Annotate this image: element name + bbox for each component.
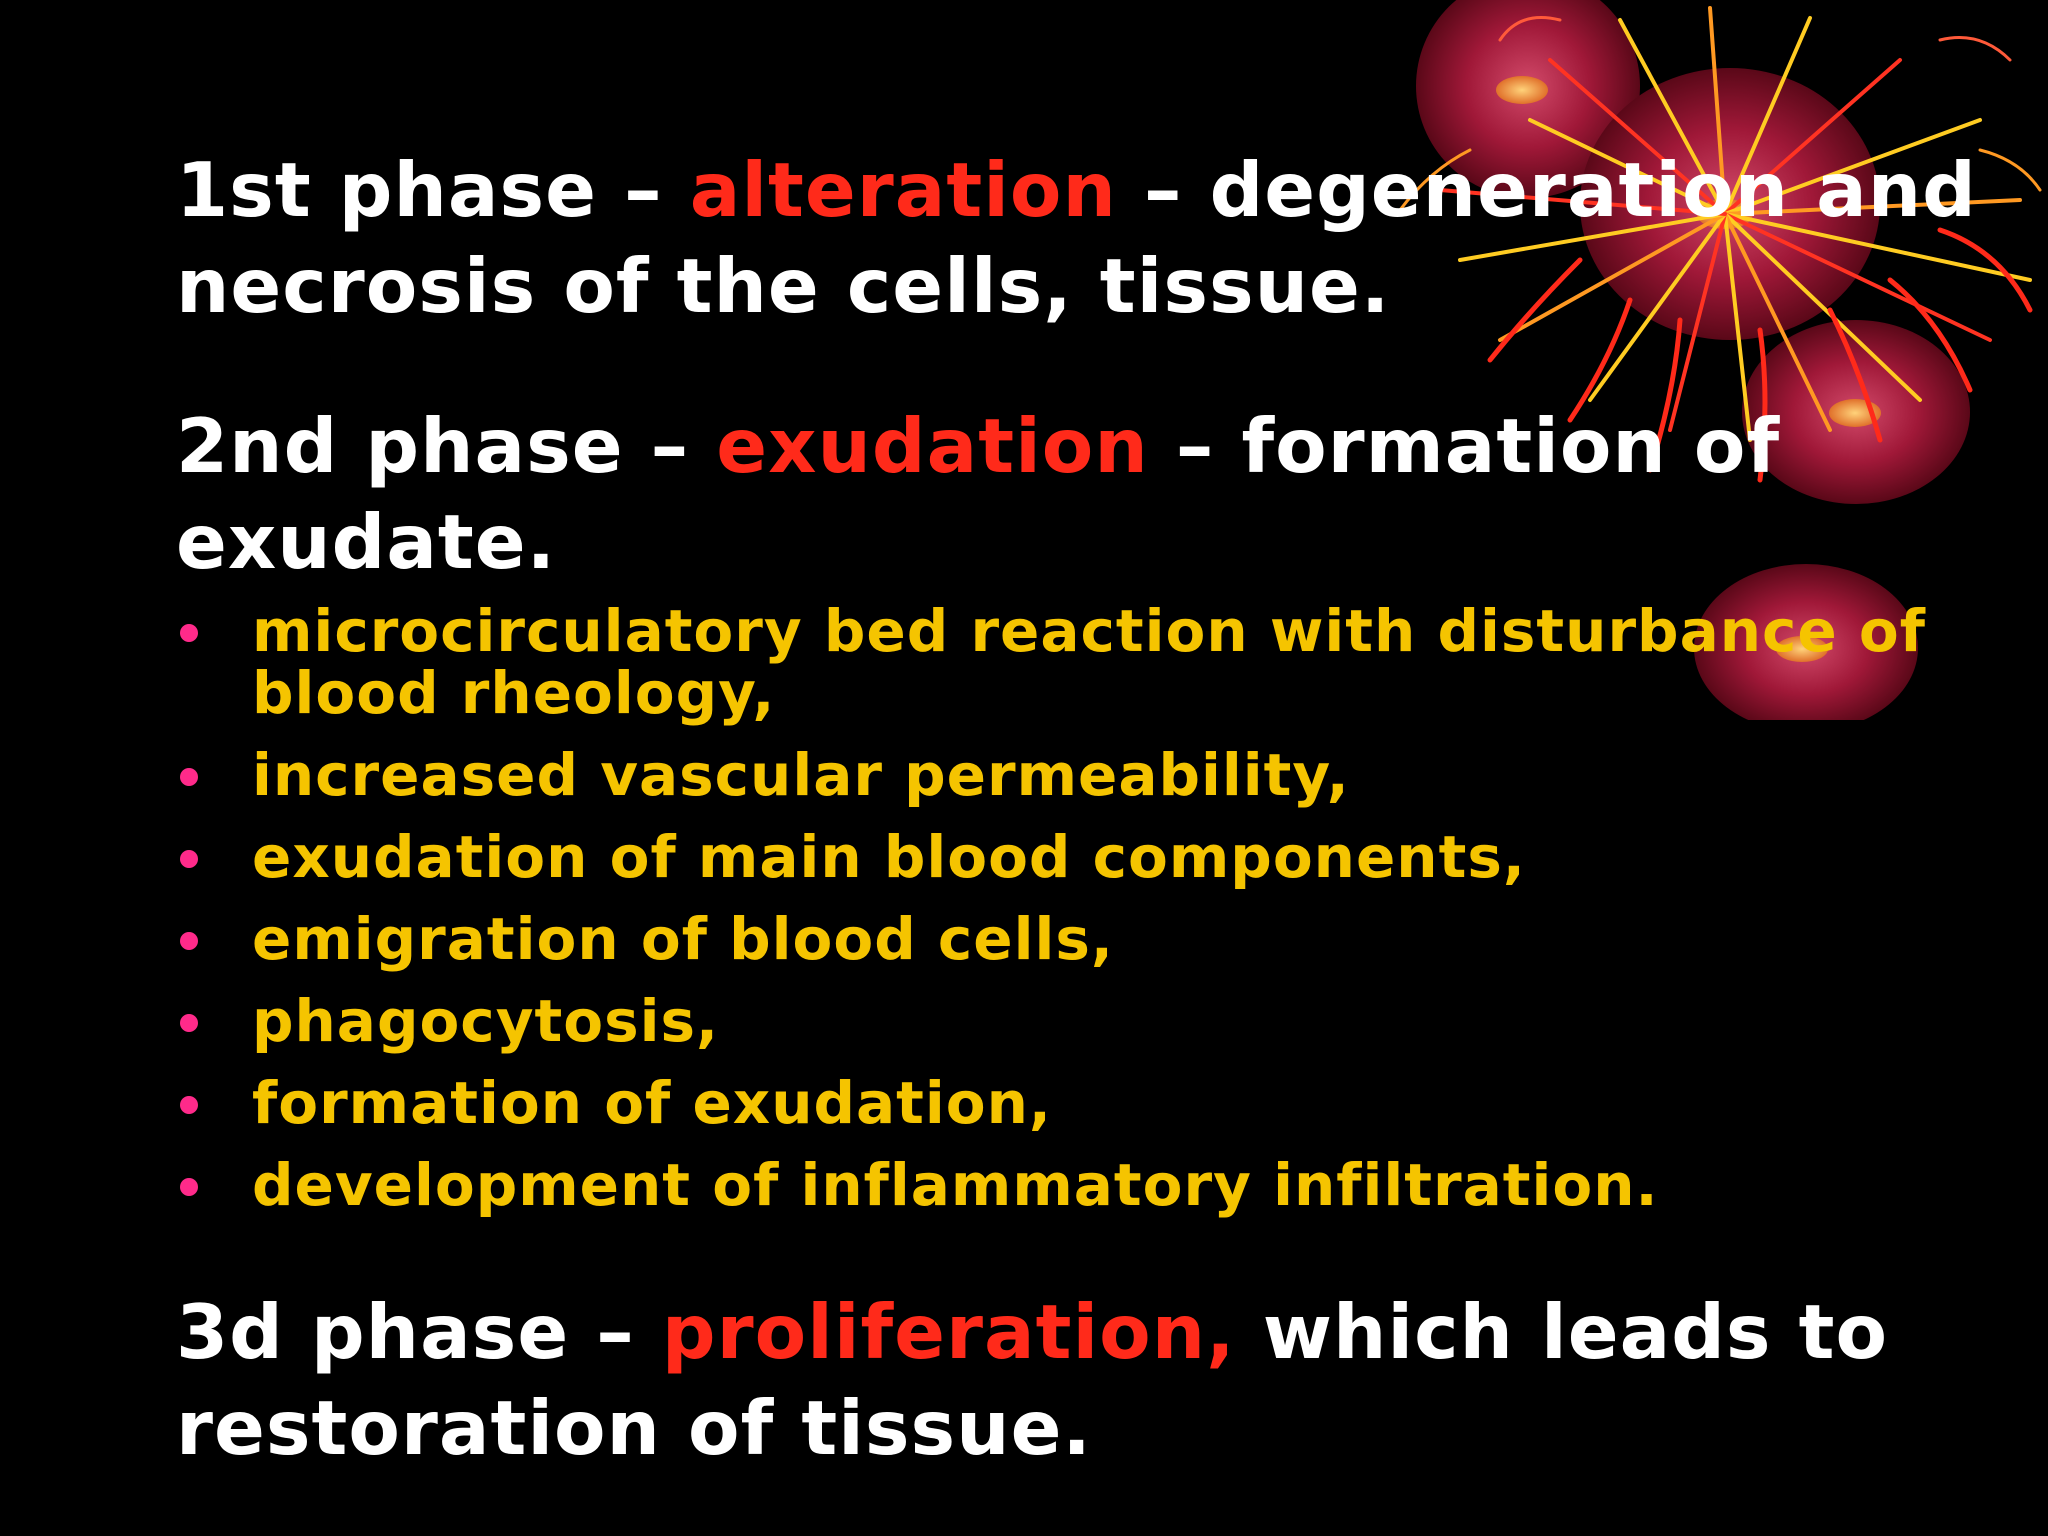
bullet-dot-icon — [180, 768, 198, 786]
blood-cells-decoration — [1398, 0, 2042, 720]
phase-1-tail: – degeneration and necrosis of the cells… — [176, 146, 1977, 330]
phase-1-lead: 1st phase – — [176, 146, 690, 234]
list-item: formation of exudation, — [176, 1072, 2048, 1134]
phase-3-accent: proliferation, — [661, 1288, 1236, 1376]
phase-3-text: 3d phase – proliferation, which leads to… — [176, 1284, 2048, 1476]
bullet-dot-icon — [180, 1014, 198, 1032]
phase-3-tail: which leads to restoration of tissue. — [176, 1288, 1889, 1472]
list-item: emigration of blood cells, — [176, 908, 2048, 970]
bullet-text: development of inflammatory infiltration… — [252, 1151, 1659, 1219]
bullet-dot-icon — [180, 1096, 198, 1114]
bullet-text: exudation of main blood components, — [252, 823, 1526, 891]
bullet-text: phagocytosis, — [252, 987, 720, 1055]
list-item: increased vascular permeability, — [176, 744, 2048, 806]
phase-2-tail: – formation of exudate. — [176, 402, 1781, 586]
bullet-text: microcirculatory bed reaction with distu… — [252, 597, 1926, 727]
list-item: development of inflammatory infiltration… — [176, 1154, 2048, 1216]
bullet-text: emigration of blood cells, — [252, 905, 1114, 973]
bullet-dot-icon — [180, 932, 198, 950]
cell-top-left — [1416, 0, 1640, 198]
phase-3-lead: 3d phase – — [176, 1288, 662, 1376]
bullet-dot-icon — [180, 1178, 198, 1196]
phase-2-accent: exudation — [716, 402, 1149, 490]
list-item: phagocytosis, — [176, 990, 2048, 1052]
list-item: microcirculatory bed reaction with distu… — [176, 600, 2048, 724]
bullet-dot-icon — [180, 850, 198, 868]
cell-lower — [1694, 564, 1918, 720]
bullet-text: formation of exudation, — [252, 1069, 1052, 1137]
phase-1-text: 1st phase – alteration – degeneration an… — [176, 142, 2048, 334]
bullet-text: increased vascular permeability, — [252, 741, 1350, 809]
phase-2-lead: 2nd phase – — [176, 402, 717, 490]
exudation-bullet-list: microcirculatory bed reaction with distu… — [176, 600, 2048, 1236]
phase-2-text: 2nd phase – exudation – formation of exu… — [176, 398, 2048, 590]
bullet-dot-icon — [180, 624, 198, 642]
firework-burst — [1398, 6, 2042, 483]
phase-1-accent: alteration — [689, 146, 1117, 234]
list-item: exudation of main blood components, — [176, 826, 2048, 888]
